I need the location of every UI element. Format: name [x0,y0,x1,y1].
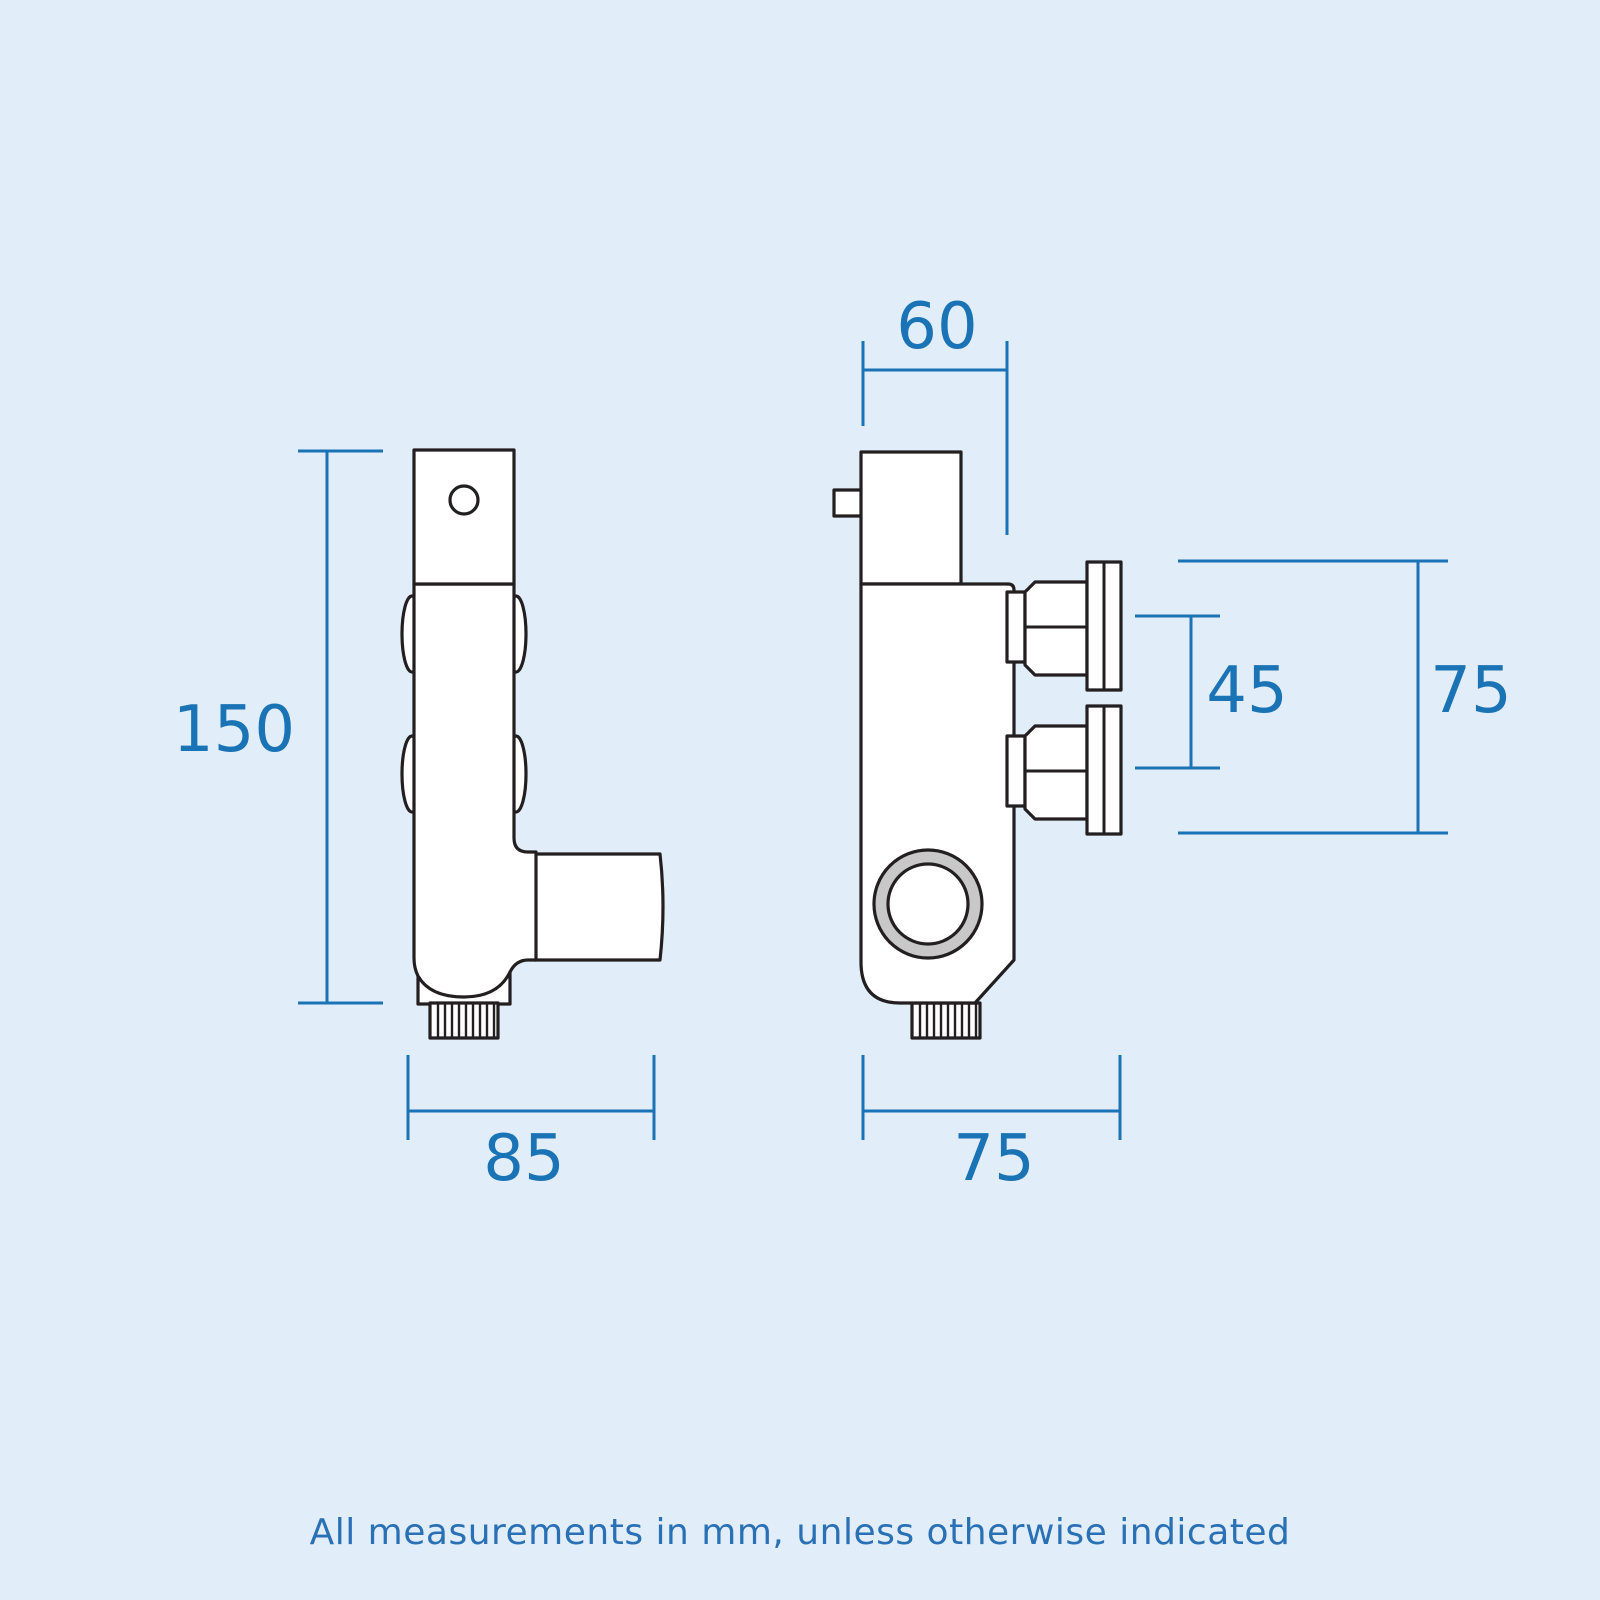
dimension-front-width-label: 85 [483,1122,564,1196]
side-top-block [859,450,963,586]
dimension-inlet-span: 75 [1178,559,1512,835]
dimension-inlet-spacing-label: 45 [1206,654,1287,728]
dimension-inlet-span-label: 75 [1430,654,1511,728]
front-view [400,448,665,1040]
front-spout [533,852,665,962]
front-main-body [412,582,538,999]
dimension-side-depth: 75 [861,1055,1122,1196]
front-mounting-hole [448,484,480,516]
dimension-height: 150 [173,449,383,1005]
dimension-front-width: 85 [406,1055,656,1196]
measurement-footnote: All measurements in mm, unless otherwise… [309,1512,1291,1553]
side-view [832,450,1123,1040]
side-threaded-connector [910,1001,982,1040]
side-outlet-inner [886,862,970,946]
dimension-top-offset: 60 [861,290,1009,535]
front-top-block [412,448,516,586]
side-lower-inlet [1005,704,1123,836]
dimension-side-depth-label: 75 [953,1122,1034,1196]
dimension-top-offset-label: 60 [896,290,977,364]
side-upper-inlet [1005,560,1123,692]
side-rear-stub [832,488,864,518]
dimension-inlet-spacing: 45 [1135,614,1288,770]
front-threaded-connector [428,1001,500,1040]
dimension-height-label: 150 [173,693,295,767]
